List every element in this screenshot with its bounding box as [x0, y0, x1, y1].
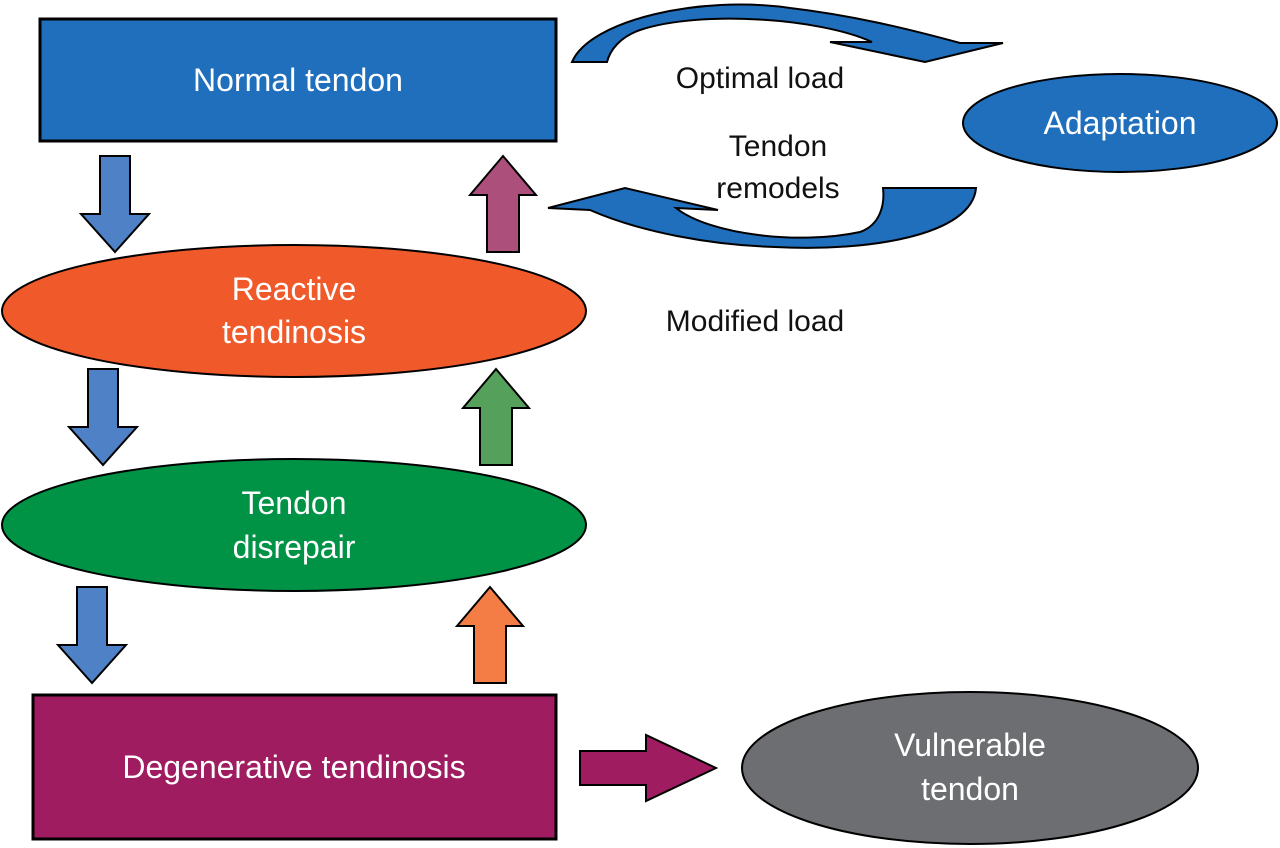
normal-tendon-label: Normal tendon [193, 62, 403, 98]
degenerative-tendinosis-node: Degenerative tendinosis [31, 693, 558, 841]
up-arrow-degenerative-to-disrepair [454, 585, 526, 684]
down-arrow-reactive-to-disrepair [66, 368, 140, 467]
disrepair-label-line1: Tendon [242, 485, 347, 521]
tendon-remodels-label-line1: Tendon [729, 130, 827, 163]
normal-tendon-node: Normal tendon [38, 17, 558, 143]
reactive-label-line2: tendinosis [222, 314, 366, 350]
vulnerable-label-line2: tendon [921, 771, 1019, 807]
up-arrow-disrepair-to-reactive [460, 367, 532, 466]
down-arrow-disrepair-to-degenerative [55, 586, 129, 685]
optimal-load-label: Optimal load [676, 62, 844, 95]
cycle-arrow-bottom [547, 186, 978, 249]
cycle-arrow-top [570, 3, 1004, 64]
tendon-disrepair-node: Tendon disrepair [1, 458, 587, 592]
up-arrow-reactive-to-normal [467, 154, 539, 253]
down-arrow-normal-to-reactive [78, 155, 152, 254]
degenerative-label: Degenerative tendinosis [122, 749, 465, 785]
disrepair-label-line2: disrepair [233, 529, 356, 565]
tendon-remodels-label-line2: remodels [716, 172, 839, 205]
right-arrow-degenerative-to-vulnerable [579, 733, 719, 803]
adaptation-node: Adaptation [962, 73, 1278, 173]
reactive-label-line1: Reactive [232, 271, 357, 307]
adaptation-label: Adaptation [1043, 105, 1196, 141]
vulnerable-tendon-node: Vulnerable tendon [741, 691, 1199, 845]
reactive-tendinosis-node: Reactive tendinosis [1, 244, 587, 378]
vulnerable-label-line1: Vulnerable [894, 727, 1046, 763]
modified-load-label: Modified load [666, 305, 844, 338]
